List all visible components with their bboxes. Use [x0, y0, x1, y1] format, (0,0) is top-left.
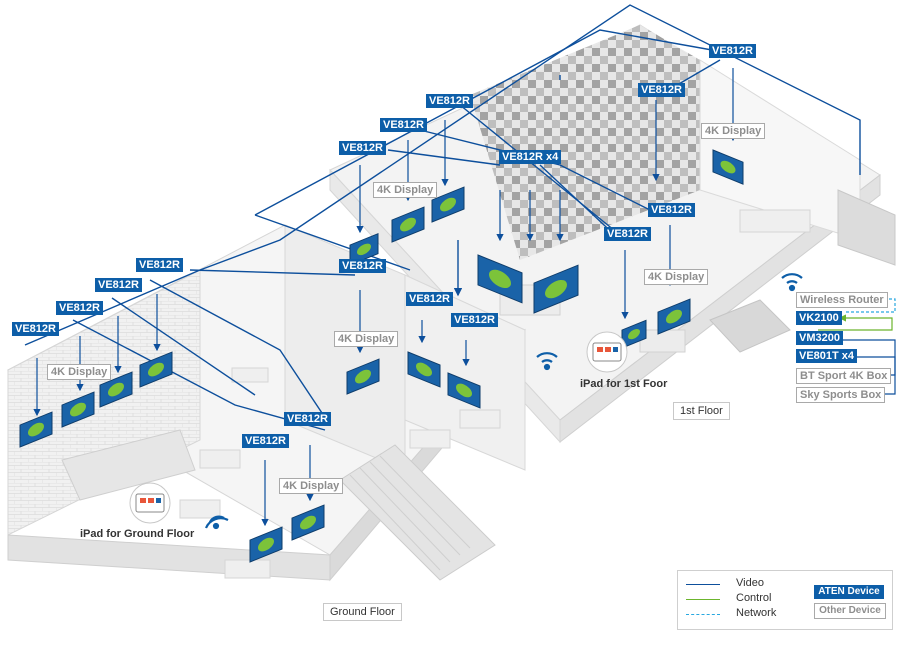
display [407, 351, 441, 388]
ve812r-tag: VE812R [95, 278, 142, 292]
display-4k-tag: 4K Display [701, 123, 766, 139]
display-4k-tag: 4K Display [644, 269, 709, 285]
video-wire [419, 129, 651, 211]
display [61, 391, 95, 428]
ve812r-tag: VE812R [284, 412, 331, 426]
video-wire [111, 297, 256, 396]
control-wire [818, 314, 893, 331]
ipad-first-label: iPad for 1st Foor [580, 378, 668, 390]
video-wire [149, 279, 331, 426]
ipad-icon [129, 482, 171, 524]
video-wire [189, 269, 356, 276]
ve812r-tag: VE812R [604, 227, 651, 241]
wifi-icon [781, 273, 803, 292]
ve812r-tag: VE812R [242, 434, 289, 448]
legend-control-line [686, 599, 720, 600]
ve812r-tag: VE812R [339, 141, 386, 155]
display [19, 411, 53, 448]
ve812r-tag: VE812R [12, 322, 59, 336]
display [139, 351, 173, 388]
display [533, 264, 579, 314]
display [477, 254, 523, 304]
network-wire [845, 298, 896, 313]
display-4k-tag: 4K Display [279, 478, 344, 494]
wifi-icon [204, 515, 229, 530]
video-wire [24, 4, 861, 346]
display [712, 149, 744, 185]
video-drops [33, 68, 737, 527]
wifi-icon [536, 352, 558, 371]
video-wire [459, 104, 621, 236]
display-4k-tag: 4K Display [373, 182, 438, 198]
ipad-icon [586, 331, 628, 373]
display [657, 298, 691, 335]
display [99, 371, 133, 408]
legend-other-device: Other Device [814, 603, 886, 619]
display [291, 504, 325, 541]
displays [19, 149, 744, 563]
display [391, 206, 425, 243]
display [249, 526, 283, 563]
legend-network-line [686, 614, 720, 615]
first-floor-label: 1st Floor [673, 402, 730, 420]
legend-video-line [686, 584, 720, 585]
ve812r-x4-tag: VE812R x4 [499, 150, 562, 164]
legend-control-label: Control [736, 592, 772, 604]
ve812r-tag: VE812R [380, 118, 427, 132]
ve801t-tag: VE801T x4 [796, 349, 858, 363]
ve812r-tag: VE812R [709, 44, 756, 58]
ve812r-tag: VE812R [648, 203, 695, 217]
legend-aten-device: ATEN Device [814, 585, 884, 599]
ground-floor-label: Ground Floor [323, 603, 402, 621]
ve812r-tag: VE812R [339, 259, 386, 273]
ve812r-tag: VE812R [426, 94, 473, 108]
ipad-ground-label: iPad for Ground Floor [80, 528, 195, 540]
vm3200-tag: VM3200 [796, 331, 843, 345]
legend-video-label: Video [736, 577, 764, 589]
legend-network-label: Network [736, 607, 777, 619]
display-4k-tag: 4K Display [47, 364, 112, 380]
display-4k-tag: 4K Display [334, 331, 399, 347]
legend: Video Control Network ATEN Device Other … [677, 570, 893, 630]
video-wire [387, 149, 501, 166]
sky-sports-box-tag: Sky Sports Box [796, 387, 886, 403]
display [346, 358, 380, 395]
vk2100-tag: VK2100 [796, 311, 842, 325]
display [431, 186, 465, 223]
ve812r-tag: VE812R [638, 83, 685, 97]
ve812r-tag: VE812R [136, 258, 183, 272]
ve812r-tag: VE812R [406, 292, 453, 306]
wireless-router-tag: Wireless Router [796, 292, 888, 308]
display [447, 372, 481, 409]
bt-sport-box-tag: BT Sport 4K Box [796, 368, 892, 384]
ve812r-tag: VE812R [56, 301, 103, 315]
ve812r-tag: VE812R [451, 313, 498, 327]
